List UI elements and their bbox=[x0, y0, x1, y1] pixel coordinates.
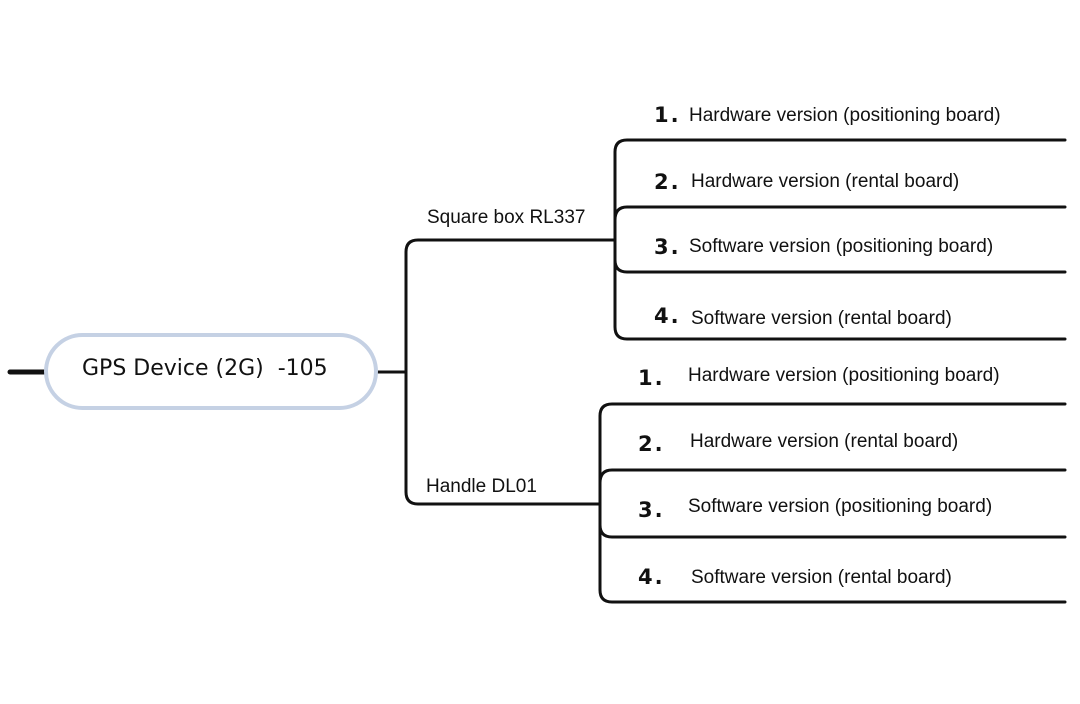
leaf-label[interactable]: Hardware version (rental board) bbox=[690, 431, 959, 452]
leaf-number: 1. bbox=[638, 366, 665, 390]
leaf-number: 4. bbox=[654, 304, 681, 328]
branch-label-square-box[interactable]: Square box RL337 bbox=[427, 207, 586, 228]
leaf-number: 3. bbox=[654, 235, 681, 259]
leaf-connector-handle-4 bbox=[598, 502, 1067, 604]
leaf-number: 4. bbox=[638, 565, 665, 589]
leaf-label[interactable]: Software version (positioning board) bbox=[689, 236, 994, 257]
branch-label-handle[interactable]: Handle DL01 bbox=[426, 476, 537, 497]
leaf-number: 3. bbox=[638, 498, 665, 522]
leaf-label[interactable]: Software version (rental board) bbox=[691, 308, 952, 329]
leaf-number: 1. bbox=[654, 103, 681, 127]
root-node[interactable] bbox=[44, 333, 378, 410]
leaf-connector-handle-2 bbox=[598, 468, 1067, 506]
leaf-label[interactable]: Software version (rental board) bbox=[691, 567, 952, 588]
root-node-label: GPS Device (2G) -105 bbox=[82, 356, 328, 381]
leaf-connector-square-2 bbox=[613, 205, 1067, 242]
leaf-connector-handle-1 bbox=[598, 402, 1067, 506]
leaf-number: 2. bbox=[638, 432, 665, 456]
leaf-label[interactable]: Hardware version (positioning board) bbox=[689, 105, 1001, 126]
branch-connector-square-box bbox=[404, 238, 617, 374]
leaf-connector-square-1 bbox=[613, 138, 1067, 242]
leaf-label[interactable]: Hardware version (rental board) bbox=[691, 171, 960, 192]
leaf-connector-square-4 bbox=[613, 238, 1067, 341]
branch-connector-handle bbox=[404, 370, 602, 506]
leaf-label[interactable]: Software version (positioning board) bbox=[688, 496, 993, 517]
leaf-label[interactable]: Hardware version (positioning board) bbox=[688, 365, 1000, 386]
leaf-number: 2. bbox=[654, 170, 681, 194]
